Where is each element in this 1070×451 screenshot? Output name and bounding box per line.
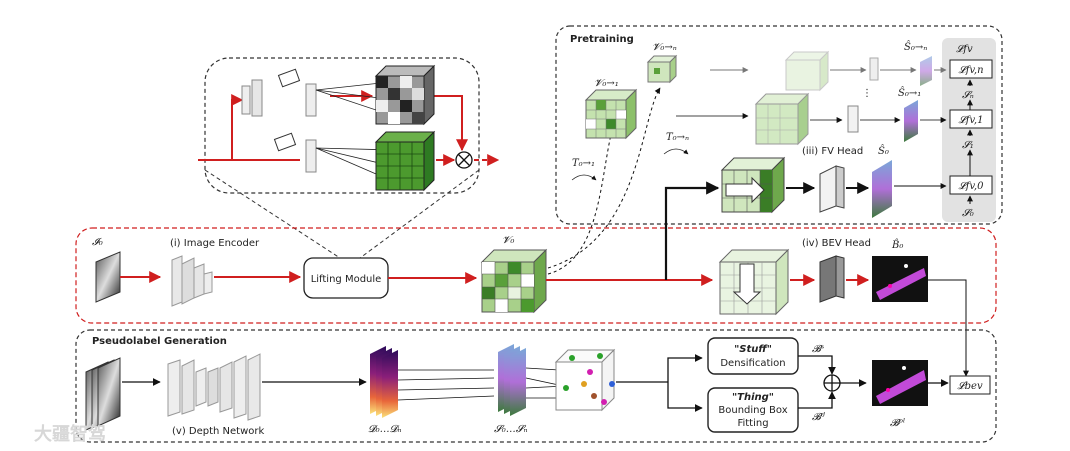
S0nhat-label: Ŝ₀→ₙ	[904, 41, 927, 53]
loss-fv-1-box	[949, 109, 993, 129]
thing-title: "Thing"	[732, 392, 774, 403]
fv-voxel-middle	[754, 92, 810, 146]
inset-encoder-icon	[241, 79, 317, 173]
V0n-label: 𝓥₀→ₙ	[652, 42, 677, 53]
fv-voxel-upper-faded	[784, 50, 830, 92]
stuff-title: "Stuff"	[734, 344, 772, 355]
lifting-module-label: Lifting Module	[311, 274, 382, 285]
loss-fv-n-box	[949, 59, 993, 79]
watermark: 大疆智驾	[34, 423, 106, 445]
voxel-volume-V0n	[646, 54, 678, 84]
loss-fv-0-box	[949, 175, 993, 195]
Bs-label: 𝓑ˢ	[812, 344, 824, 355]
fv-head-icon	[819, 165, 845, 213]
thing-sub2: Fitting	[737, 418, 768, 429]
Lfv1-label: 𝓛fv,1	[959, 115, 984, 126]
image-encoder-icon	[171, 255, 213, 307]
Lfv-label: 𝓛fv	[956, 44, 973, 55]
Sn-label: 𝓢ₙ	[962, 90, 974, 101]
fv-prediction-image	[872, 160, 892, 218]
feature-volume-green	[374, 130, 436, 192]
lifting-detail-inset	[204, 57, 480, 194]
voxel-volume-V01	[584, 88, 638, 140]
B0hat-label: B̂₀	[891, 239, 903, 251]
V01-label: 𝓥₀→₁	[594, 78, 619, 89]
thing-bbox-box	[707, 387, 799, 433]
pretraining-box	[555, 25, 1003, 225]
loss-bev-box	[949, 375, 991, 395]
voxel-volume-V0	[480, 248, 548, 314]
pseudolabel-box	[75, 329, 997, 443]
image-encoder-label: (i) Image Encoder	[170, 238, 260, 249]
bev-pseudolabel-image	[872, 360, 928, 406]
T0n-label: T₀→ₙ	[666, 132, 689, 143]
thing-sub1: Bounding Box	[718, 405, 787, 416]
bev-head-icon	[819, 255, 845, 303]
stuff-sub: Densification	[720, 358, 785, 369]
S01hat-label: Ŝ₀→₁	[898, 87, 921, 99]
semantic-maps	[498, 344, 526, 416]
vertical-dots: ⋮	[862, 88, 872, 99]
Bd-label: 𝓑ᵈ	[812, 412, 825, 423]
input-image	[95, 251, 121, 303]
bev-prediction-image	[872, 256, 928, 302]
S0hat-label: Ŝ₀	[878, 145, 889, 157]
T01-label: T₀→₁	[572, 158, 595, 169]
pretraining-title: Pretraining	[570, 34, 634, 45]
main-pipeline-box	[75, 227, 997, 324]
Lbev-label: 𝓛bev	[957, 381, 983, 392]
S0-label: 𝓢₀	[962, 208, 974, 219]
bev-voxel-volume	[718, 248, 790, 316]
depth-range-label: 𝓓₀…𝓓ₙ	[368, 424, 401, 435]
I0-label: 𝓘₀	[92, 237, 103, 248]
S1-label: 𝓢₁	[962, 140, 974, 151]
fv-head-label: (iii) FV Head	[802, 146, 863, 157]
pointcloud-volume	[554, 348, 616, 412]
depth-network-icon	[167, 353, 261, 421]
bev-head-label: (iv) BEV Head	[802, 238, 871, 249]
pseudolabel-title: Pseudolabel Generation	[92, 336, 227, 347]
feature-volume-gray	[374, 64, 436, 126]
camera-icon	[273, 68, 301, 152]
Lfv0-label: 𝓛fv,0	[959, 181, 985, 192]
fv-voxel-main	[720, 156, 786, 214]
depth-maps	[370, 346, 398, 418]
input-image-stack	[85, 357, 121, 431]
Lfvn-label: 𝓛fv,n	[958, 65, 983, 76]
depth-network-label: (v) Depth Network	[172, 426, 264, 437]
Bpl-label: 𝓑ᵖˡ	[890, 418, 905, 429]
semantic-range-label: 𝓢₀…𝓢ₙ	[494, 424, 528, 435]
V0-label: 𝓥₀	[502, 235, 514, 246]
